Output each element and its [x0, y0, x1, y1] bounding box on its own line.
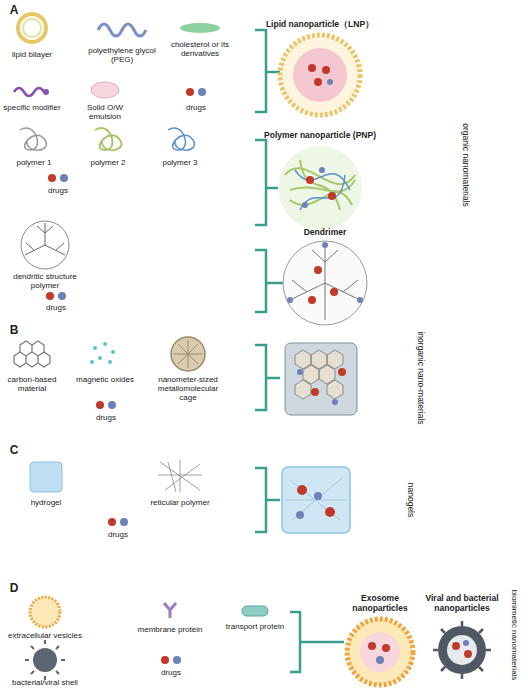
part-label: drugs — [86, 413, 126, 422]
panel-letter: D — [4, 582, 24, 596]
part-label: Viral and bacterial nanoparticles — [422, 594, 502, 614]
part-label: bacterial/viral shell — [3, 678, 88, 687]
panel-letter: C — [4, 444, 24, 458]
part-label: Solid O/W emulsion — [70, 103, 140, 121]
panel-letter: A — [4, 4, 24, 18]
part-label: polymer 1 — [7, 158, 62, 167]
part-label: polymer 2 — [81, 158, 136, 167]
part-label: lipid bilayer — [2, 50, 62, 59]
part-label: drugs — [176, 103, 216, 112]
part-label: drugs — [38, 186, 78, 195]
part-label: Lipid nanoparticle（LNP） — [255, 20, 385, 30]
group-title: inorganic nano-materials — [415, 331, 425, 424]
part-label: membrane protein — [135, 625, 205, 634]
part-label: cholesterol or its derivatives — [165, 40, 235, 58]
part-label: extracellular vesicles — [5, 631, 85, 640]
part-label: Dendrimer — [285, 228, 365, 238]
part-label: Polymer nanoparticle (PNP) — [250, 131, 390, 141]
part-label: magnetic oxides — [75, 375, 135, 384]
panel-letter: B — [4, 324, 24, 338]
part-label: drugs — [36, 303, 76, 312]
group-title: biomimetic nanomaterials — [509, 590, 518, 681]
part-label: polymer 3 — [153, 158, 208, 167]
part-label: transport protein — [220, 622, 290, 631]
part-label: polyethylene glycol (PEG) — [87, 46, 157, 64]
part-label: nanometer-sized metallomolecular cage — [148, 375, 228, 403]
group-title: nanogels — [405, 483, 415, 518]
part-label: carbon-based material — [2, 375, 62, 393]
part-label: Exosome nanoparticles — [340, 594, 420, 614]
part-label: drugs — [98, 530, 138, 539]
part-label: dendritic structure polymer — [0, 272, 90, 290]
part-label: reticular polymer — [140, 498, 220, 507]
part-label: specific modifier — [2, 103, 62, 112]
part-label: drugs — [151, 668, 191, 677]
group-title: organic nanomaterials — [460, 123, 470, 207]
part-label: hydrogel — [16, 498, 76, 507]
